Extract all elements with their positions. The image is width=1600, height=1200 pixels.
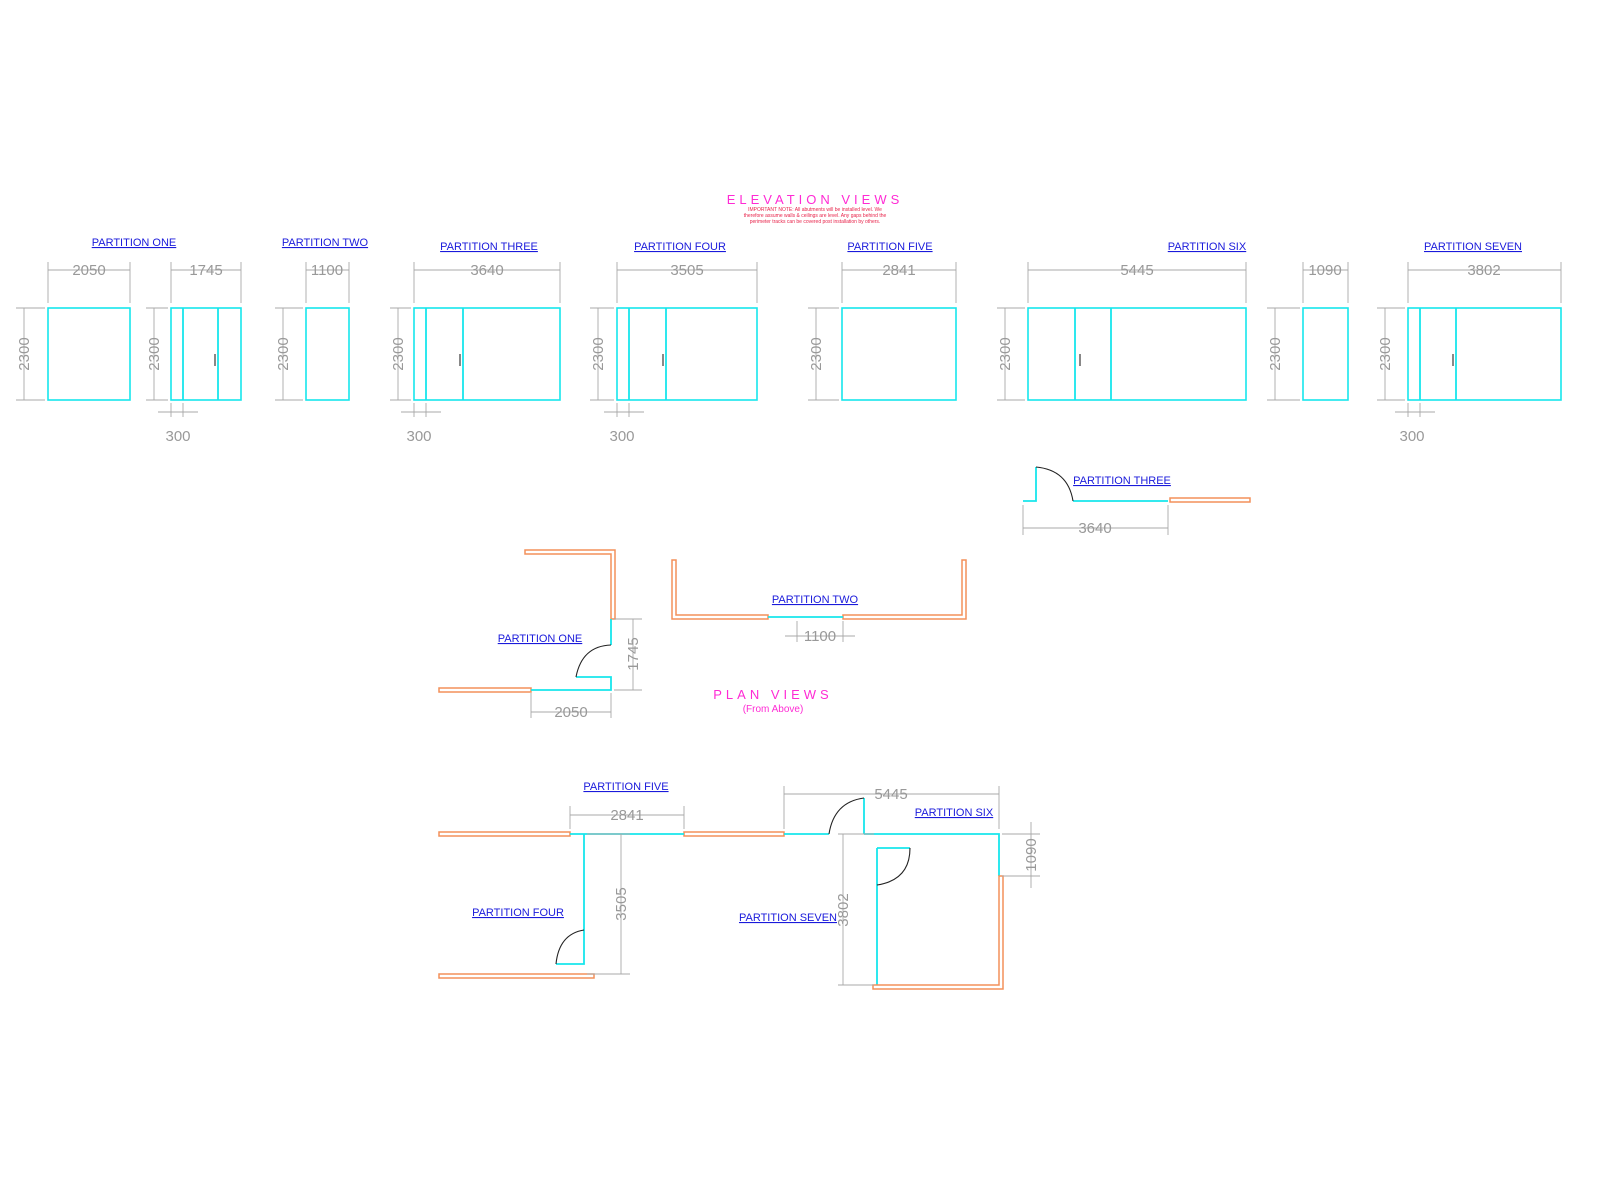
elevation-note-line-1: IMPORTANT NOTE: All abutments will be in… (748, 207, 882, 213)
elev-dim-1100: 1100 (311, 262, 343, 279)
plan-partition-five-four: 2841 3505 PARTITION FIVE PARTITION FOUR (438, 781, 785, 979)
elev-height-6: 2300 (808, 337, 825, 370)
plan-heading: PLAN VIEWS (713, 687, 832, 702)
elev-dim-1090: 1090 (1308, 262, 1341, 279)
elev-dim-3640: 3640 (470, 262, 503, 279)
elev-one-panel-b (170, 307, 242, 401)
elev-offset-3: 300 (609, 428, 634, 445)
elev-partition-one (47, 307, 242, 401)
plan-dim-1745: 1745 (625, 637, 642, 670)
elev-partition-seven (1407, 307, 1562, 401)
elev-dim-5445: 5445 (1120, 262, 1153, 279)
plan-partition-six-seven: 5445 1090 3802 PARTITION SIX PARTITION S… (739, 786, 1040, 990)
elev-offset-dims: 300 300 300 300 (158, 403, 1435, 445)
elev-label-partition-one: PARTITION ONE (92, 237, 177, 249)
plan-dim-3640: 3640 (1078, 520, 1111, 537)
elev-partition-four (616, 307, 758, 401)
plan-partition-three: 3640 PARTITION THREE (1022, 466, 1251, 537)
elevation-note-line-3: perimeter tracks can be covered post ins… (750, 219, 881, 225)
elev-label-partition-seven: PARTITION SEVEN (1424, 241, 1522, 253)
plan-subheading: (From Above) (743, 704, 804, 715)
plan-label-partition-three: PARTITION THREE (1073, 475, 1171, 487)
elev-offset-4: 300 (1399, 428, 1424, 445)
plan-dim-2841: 2841 (610, 807, 643, 824)
elev-height-5: 2300 (590, 337, 607, 370)
elev-height-3: 2300 (275, 337, 292, 370)
elev-six-return-panel (1302, 307, 1349, 401)
plan-dim-1090: 1090 (1023, 838, 1040, 871)
plan-partition-two: 1100 PARTITION TWO (671, 559, 967, 645)
elev-height-2: 2300 (146, 337, 163, 370)
elev-dim-2841: 2841 (882, 262, 915, 279)
plan-dim-3802: 3802 (835, 893, 852, 926)
elev-height-8: 2300 (1267, 337, 1284, 370)
plan-dim-2050: 2050 (554, 704, 587, 721)
elev-height-9: 2300 (1377, 337, 1394, 370)
elev-dim-3802: 3802 (1467, 262, 1500, 279)
elev-height-4: 2300 (390, 337, 407, 370)
elev-label-partition-four: PARTITION FOUR (634, 241, 726, 253)
elev-label-partition-five: PARTITION FIVE (847, 241, 932, 253)
elev-height-1: 2300 (16, 337, 33, 370)
plan-partition-one: 1745 2050 PARTITION ONE (438, 549, 642, 721)
elevation-heading: ELEVATION VIEWS (727, 192, 904, 207)
elev-partition-two-panel (305, 307, 350, 401)
plan-label-partition-one: PARTITION ONE (498, 633, 583, 645)
elev-partition-six (1027, 307, 1349, 401)
elev-label-partition-three: PARTITION THREE (440, 241, 538, 253)
plan-label-partition-seven: PARTITION SEVEN (739, 912, 837, 924)
elev-dim-2050: 2050 (72, 262, 105, 279)
plan-dim-1100: 1100 (804, 628, 836, 645)
elev-dim-3505: 3505 (670, 262, 703, 279)
elev-label-partition-six: PARTITION SIX (1168, 241, 1247, 253)
plan-label-partition-five: PARTITION FIVE (583, 781, 668, 793)
plan-label-partition-six: PARTITION SIX (915, 807, 994, 819)
elev-label-partition-two: PARTITION TWO (282, 237, 369, 249)
elev-dim-1745: 1745 (189, 262, 222, 279)
elev-offset-2: 300 (406, 428, 431, 445)
elev-one-panel-a (47, 307, 131, 401)
elevation-note-line-2: therefore assume walls & ceilings are le… (744, 213, 887, 219)
plan-dim-5445: 5445 (874, 786, 907, 803)
plan-label-partition-two: PARTITION TWO (772, 594, 859, 606)
elev-partition-five-panel (841, 307, 957, 401)
plan-label-partition-four: PARTITION FOUR (472, 907, 564, 919)
plan-dim-3505: 3505 (613, 887, 630, 920)
elev-height-7: 2300 (997, 337, 1014, 370)
elev-offset-1: 300 (165, 428, 190, 445)
elev-height-dims: 2300 2300 2300 2300 2300 2300 2300 2300 … (16, 307, 1405, 401)
elev-partition-three (413, 307, 561, 401)
elev-width-dims: 2050 1745 1100 3640 3505 2841 5445 1090 … (47, 262, 1562, 303)
